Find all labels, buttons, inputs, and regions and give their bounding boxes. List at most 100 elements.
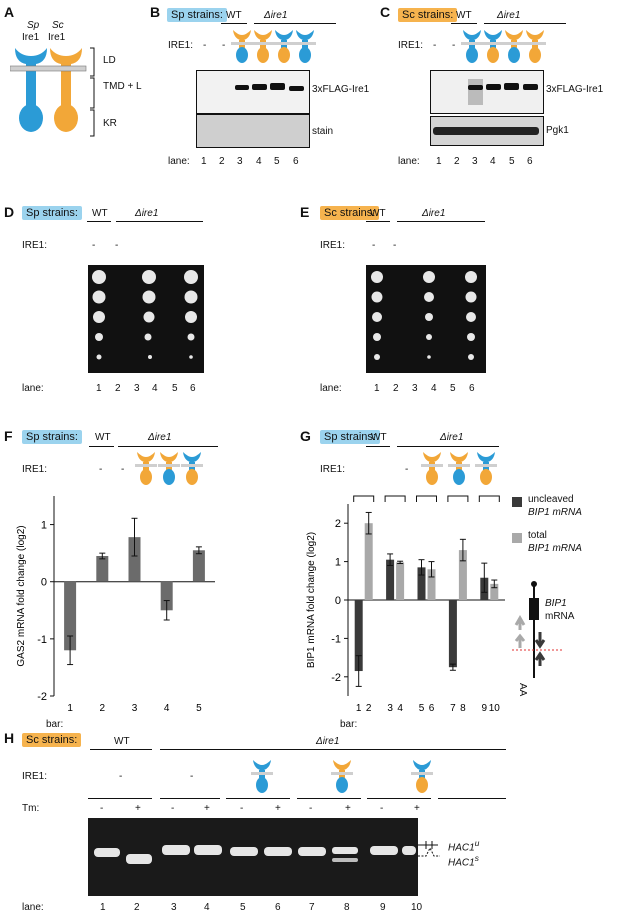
panel-c-lane-label: lane: xyxy=(398,156,420,167)
chimera-icon xyxy=(294,30,316,63)
panel-h-tm-value: - xyxy=(240,803,244,814)
chimera-icon xyxy=(503,30,525,63)
x-tick-label: 1 xyxy=(356,703,362,714)
panel-e-lane-label: lane: xyxy=(320,383,342,394)
panel-d-wt: WT xyxy=(92,208,108,219)
pair-bracket xyxy=(384,495,406,502)
panel-c-ire1-icons xyxy=(461,30,546,63)
x-tick-label: 4 xyxy=(164,703,170,713)
panel-e-lane: 4 xyxy=(431,383,437,394)
panel-a-sc-label: Sc xyxy=(52,20,64,31)
panel-h-strain-tag: Sc strains: xyxy=(22,733,82,747)
panel-e-mut: Δire1 xyxy=(422,208,446,219)
panel-d-lane-label: lane: xyxy=(22,383,44,394)
panel-f-mut: Δire1 xyxy=(148,432,172,443)
x-tick-label: 3 xyxy=(387,703,393,714)
panel-b-dash-2: - xyxy=(222,40,226,51)
domain-tmd: TMD + L xyxy=(103,81,142,92)
panel-a-sp-label: Sp xyxy=(27,20,40,31)
panel-d-ire-label: IRE1: xyxy=(22,240,48,251)
panel-h-tm-value: - xyxy=(171,803,175,814)
panel-h-tm-value: + xyxy=(135,803,141,814)
y-tick-label: 1 xyxy=(41,520,47,532)
domain-ld: LD xyxy=(103,55,116,66)
y-axis-label: BIP1 mRNA fold change (log2) xyxy=(306,532,317,668)
panel-d-colonies xyxy=(92,270,198,360)
panel-g-strain-tag: Sp strains: xyxy=(320,430,380,444)
pair-bracket xyxy=(353,495,375,502)
panel-a-ire1-sc: Ire1 xyxy=(48,32,66,43)
chimera-icon xyxy=(475,452,497,485)
panel-g-letter: G xyxy=(300,428,311,444)
panel-h-tm-value: - xyxy=(309,803,313,814)
panel-h-letter: H xyxy=(4,730,15,746)
chimera-icon xyxy=(158,452,180,485)
y-tick-label: -2 xyxy=(331,672,341,684)
panel-b-ire-label: IRE1: xyxy=(168,40,194,51)
chimera-icon xyxy=(411,760,433,793)
panel-b-lane: 2 xyxy=(219,156,225,167)
legend-total-line1: total xyxy=(528,530,547,541)
panel-h-lane-label: lane: xyxy=(22,902,44,913)
bar xyxy=(396,562,405,600)
chimera-icon xyxy=(461,30,483,63)
panel-h-tm-value: + xyxy=(204,803,210,814)
panel-b-lane: 5 xyxy=(274,156,280,167)
panel-h-lane: 5 xyxy=(240,902,246,913)
y-tick-label: -1 xyxy=(37,634,47,646)
panel-c-lane: 5 xyxy=(509,156,515,167)
panel-e-lane: 5 xyxy=(450,383,456,394)
bar xyxy=(354,600,363,672)
bip1-schematic-gene: BIP1 xyxy=(545,598,567,609)
panel-h-tm-value: + xyxy=(275,803,281,814)
panel-b-stain-label: stain xyxy=(312,126,334,137)
legend-uncleaved-line1: uncleaved xyxy=(528,494,574,505)
panel-g-wt: WT xyxy=(371,432,387,443)
legend-uncleaved-swatch xyxy=(512,497,522,507)
panel-e-ire-label: IRE1: xyxy=(320,240,346,251)
pair-bracket xyxy=(478,495,500,502)
panel-a-ire1-sp: Ire1 xyxy=(22,32,40,43)
panel-e-colonies xyxy=(371,271,477,360)
chimera-icon xyxy=(252,30,274,63)
chimera-icon xyxy=(524,30,546,63)
bip1-mrna-schematic xyxy=(512,581,562,678)
panel-g-ire-label: IRE1: xyxy=(320,464,346,475)
panel-h-tm-value: + xyxy=(345,803,351,814)
chimera-icon xyxy=(421,452,443,485)
panel-a-letter: A xyxy=(4,4,15,20)
y-tick-label: 0 xyxy=(41,577,47,589)
panel-c-pgk1-label: Pgk1 xyxy=(546,125,569,136)
panel-d-lane: 4 xyxy=(152,383,158,394)
panel-h-tm-value: - xyxy=(380,803,384,814)
bar xyxy=(458,550,467,600)
chimera-icon xyxy=(181,452,203,485)
y-tick-label: -1 xyxy=(331,633,341,645)
panel-d-lane: 3 xyxy=(134,383,140,394)
panel-h-lane: 6 xyxy=(275,902,281,913)
panel-d-dash: - xyxy=(92,240,96,251)
chimera-icon xyxy=(231,30,253,63)
panel-b-lane: 1 xyxy=(201,156,207,167)
bip1-schematic-polya: AA xyxy=(517,683,528,697)
panel-h-lane: 2 xyxy=(134,902,140,913)
panel-b-lane: 3 xyxy=(237,156,243,167)
panel-f-ire-label: IRE1: xyxy=(22,464,48,475)
panel-e-dash: - xyxy=(393,240,397,251)
x-tick-label: 1 xyxy=(67,703,73,713)
panel-d-dash: - xyxy=(115,240,119,251)
y-tick-label: 0 xyxy=(335,595,341,607)
bar xyxy=(427,569,436,600)
domain-kr: KR xyxy=(103,118,117,129)
panel-e-lane: 2 xyxy=(393,383,399,394)
chimera-icon xyxy=(135,452,157,485)
panel-e-letter: E xyxy=(300,204,310,220)
legend-total-line2: BIP1 mRNA xyxy=(528,543,582,554)
panel-e-lane: 6 xyxy=(469,383,475,394)
legend-uncleaved-line2: BIP1 mRNA xyxy=(528,507,582,518)
panel-h-tm-value: - xyxy=(100,803,104,814)
chimera-icon xyxy=(273,30,295,63)
hac1-spliced-label: HAC1s xyxy=(448,853,479,869)
bar xyxy=(417,567,426,600)
